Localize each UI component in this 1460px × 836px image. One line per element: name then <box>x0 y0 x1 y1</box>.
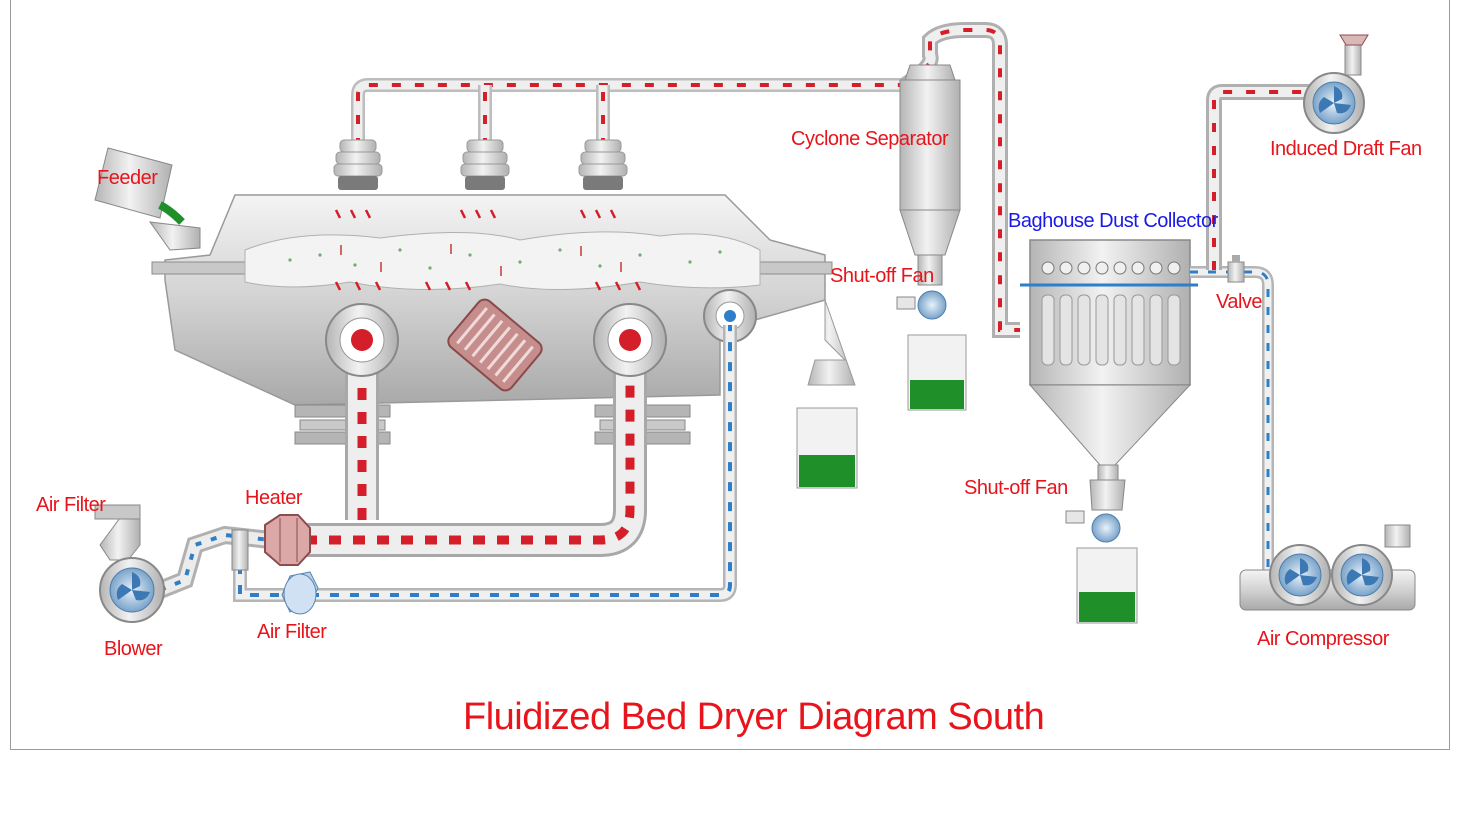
valve-label: Valve <box>1216 291 1263 313</box>
induced-draft-duct <box>1206 84 1310 270</box>
cyclone-separator-label: Cyclone Separator <box>791 128 949 150</box>
heater-label: Heater <box>245 487 303 509</box>
cold-air-duct <box>233 325 737 602</box>
baghouse-dust-collector-label: Baghouse Dust Collector <box>1008 210 1218 232</box>
blower-assembly <box>94 504 271 623</box>
air-filter-bottom <box>281 571 319 615</box>
heater <box>264 514 311 566</box>
induced-draft-fan <box>1303 34 1369 134</box>
inspection-window <box>447 298 543 392</box>
air-compressor-label: Air Compressor <box>1257 628 1389 650</box>
cyclone-separator <box>896 22 1020 411</box>
blower-label: Blower <box>104 638 163 660</box>
exhaust-bellows <box>333 139 628 190</box>
shutoff-fan-bottom-label: Shut-off Fan <box>964 477 1068 499</box>
dryer-product-bin <box>796 407 858 489</box>
air-compressor <box>1239 524 1416 611</box>
air-filter-bottom-label: Air Filter <box>257 621 327 643</box>
induced-draft-fan-label: Induced Draft Fan <box>1270 138 1422 160</box>
diagram-frame <box>10 0 1450 750</box>
compressed-air-line <box>1190 255 1274 570</box>
air-inlet-flanges <box>325 289 757 377</box>
diagram-title: Fluidized Bed Dryer Diagram South <box>463 696 1045 738</box>
feeder-label: Feeder <box>97 167 158 189</box>
shutoff-fan-top-label: Shut-off Fan <box>830 265 934 287</box>
baghouse-dust-collector <box>1020 239 1198 624</box>
feeder <box>94 147 201 251</box>
air-filter-left-label: Air Filter <box>36 494 106 516</box>
